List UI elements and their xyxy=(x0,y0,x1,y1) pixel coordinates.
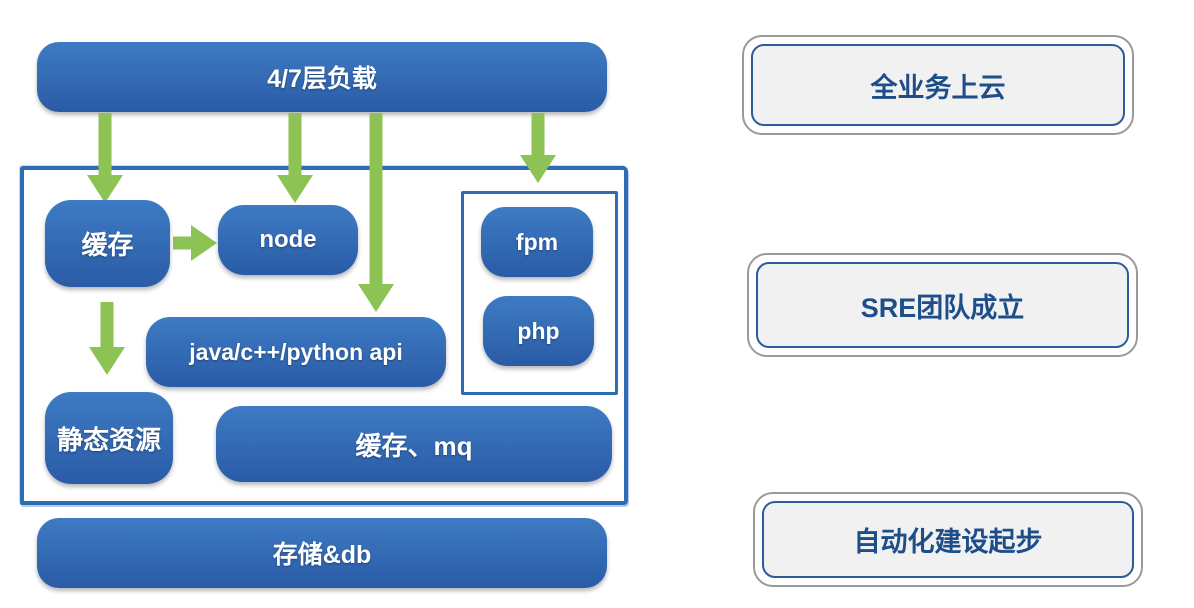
php-box: php xyxy=(483,296,594,366)
milestone-sre: SRE团队成立 xyxy=(747,253,1138,357)
milestone-automation: 自动化建设起步 xyxy=(753,492,1143,587)
node-box: node xyxy=(218,205,358,275)
arrow-head xyxy=(520,155,556,183)
arrow-head xyxy=(277,175,313,203)
arrow-head xyxy=(87,175,123,203)
storage-db-box: 存储&db xyxy=(37,518,607,588)
arrow-lb-to-api-icon xyxy=(358,113,394,312)
storage-db-label: 存储&db xyxy=(272,541,372,569)
arrow-head xyxy=(358,284,394,312)
arrow-head xyxy=(191,225,217,261)
fpm-label: fpm xyxy=(515,228,559,255)
cache-box: 缓存 xyxy=(45,200,170,287)
cache-label: 缓存 xyxy=(81,230,134,260)
arrow-cache-to-node-icon xyxy=(173,225,217,261)
node-label: node xyxy=(259,226,317,253)
load-balancer-label: 4/7层负载 xyxy=(267,65,377,93)
api-label: java/c++/python api xyxy=(189,338,403,365)
arrow-shaft xyxy=(98,113,112,177)
arrow-shaft xyxy=(100,302,114,349)
milestone-sre-label: SRE团队成立 xyxy=(860,292,1025,323)
static-resources-box: 静态资源 xyxy=(45,392,173,484)
service-container-frame xyxy=(20,166,628,505)
milestone-cloud: 全业务上云 xyxy=(742,35,1134,135)
arrow-cache-to-static-icon xyxy=(89,302,125,375)
api-box: java/c++/python api xyxy=(146,317,446,387)
php-label: php xyxy=(517,317,560,344)
load-balancer-box: 4/7层负载 xyxy=(37,42,607,112)
milestone-cloud-inner: 全业务上云 xyxy=(751,44,1125,126)
milestone-cloud-label: 全业务上云 xyxy=(870,72,1006,103)
milestone-automation-inner: 自动化建设起步 xyxy=(762,501,1134,578)
arrow-shaft xyxy=(369,113,383,286)
arrow-shaft xyxy=(288,113,302,177)
milestone-automation-label: 自动化建设起步 xyxy=(853,527,1043,557)
arrow-lb-to-cache-icon xyxy=(87,113,123,203)
cache-mq-label: 缓存、mq xyxy=(355,430,473,461)
milestone-sre-inner: SRE团队成立 xyxy=(756,262,1129,348)
arrow-shaft xyxy=(531,113,545,157)
arrow-shaft xyxy=(173,236,193,250)
static-resources-label: 静态资源 xyxy=(56,424,161,455)
arrow-head xyxy=(89,347,125,375)
fpm-box: fpm xyxy=(481,207,593,277)
arrow-lb-to-node-icon xyxy=(277,113,313,203)
cache-mq-box: 缓存、mq xyxy=(216,406,612,482)
arrow-lb-to-php-icon xyxy=(520,113,556,183)
